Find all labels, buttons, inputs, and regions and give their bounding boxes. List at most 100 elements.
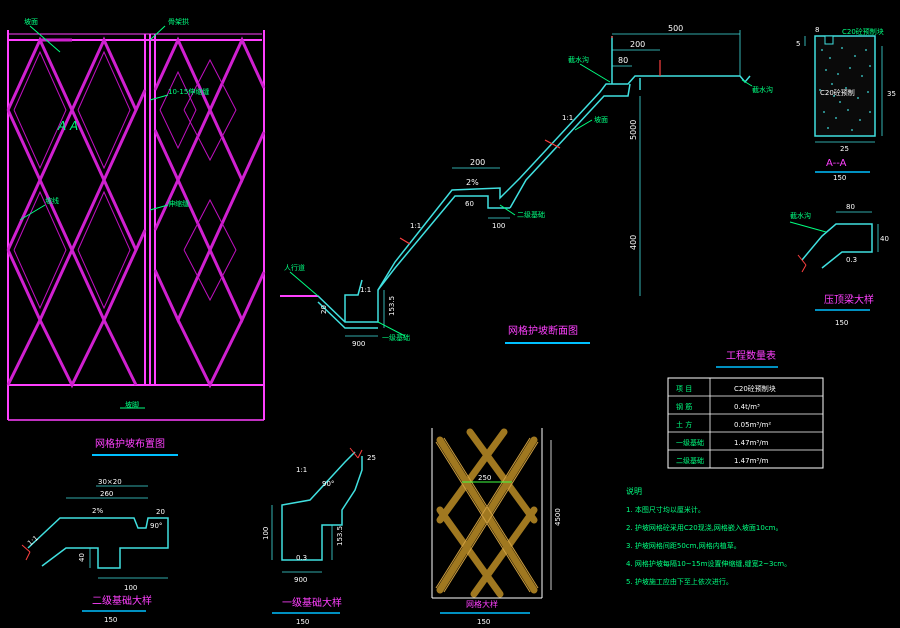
- notes-line-3: 3. 护坡网格间距50cm,网格内植草。: [626, 541, 741, 550]
- plan-section-mark: A A: [57, 119, 78, 133]
- cap-beam-detail: 截水沟 80 40 0.3 压顶梁大样 150: [789, 203, 889, 327]
- section-leaders: [289, 63, 753, 337]
- plan-wall-label: 坡面: [24, 17, 38, 26]
- step2-dim-1to1: 1:1: [26, 534, 40, 547]
- aa-dim-5: 5: [796, 40, 800, 48]
- qty-cell-1-0: 钢 筋: [676, 402, 692, 411]
- qty-cell-4-0: 二级基础: [676, 456, 704, 465]
- cap-outline: [801, 223, 873, 269]
- step1-breaklines: [349, 447, 363, 459]
- grid-title: 网格大样: [466, 599, 498, 609]
- dim-400: 400: [629, 235, 638, 250]
- notes-line-4: 4. 网格护坡每隔10~15m设置伸缩缝,缝宽2~3cm。: [626, 559, 791, 568]
- dim-80-top: 80: [618, 56, 628, 65]
- section-outline: [280, 36, 751, 329]
- aa-dim-8: 8: [815, 26, 819, 34]
- lattice-left-inner: [13, 50, 131, 310]
- cap-leader: [789, 221, 827, 233]
- section-slope-label: 坡面: [594, 115, 608, 124]
- aa-notch: [824, 35, 834, 45]
- quantity-table: 工程数量表 项 目 C20砼预制块 钢 筋 0.4t/m³ 土 方 0.05m³…: [667, 349, 824, 469]
- section-right-label: 截水沟: [752, 85, 773, 94]
- section-mid-label: 二级基础: [517, 210, 545, 219]
- dim-200-top: 200: [630, 40, 645, 49]
- step1-dim-153-5: 153.5: [336, 526, 344, 546]
- cap-leader-label: 截水沟: [790, 211, 811, 220]
- dim-2pct: 2%: [466, 178, 479, 187]
- section-ticks: [399, 36, 661, 245]
- section-title: 网格护坡断面图: [508, 324, 578, 337]
- step1-dims: [271, 505, 333, 573]
- plan-joint-label: 伸缩缝: [168, 199, 189, 208]
- step1-dim-25: 25: [367, 454, 376, 462]
- dim-1to1-c: 1:1: [360, 286, 371, 294]
- section-lower-label: 一级基础: [382, 333, 410, 342]
- notes-block: 说明 1. 本图尺寸均以厘米计。 2. 护坡网格砼采用C20现浇,网格嵌入坡面1…: [626, 486, 791, 586]
- aa-dim-35: 35: [887, 90, 896, 98]
- dim-100-mid: 100: [492, 222, 505, 230]
- dim-5000: 5000: [629, 120, 638, 140]
- section-dim-lines: [345, 30, 741, 337]
- qty-cell-1-1: 0.4t/m³: [734, 403, 760, 411]
- step2-dim-2pct: 2%: [92, 507, 103, 515]
- step1-dim-90: 90°: [322, 480, 334, 488]
- lattice-left-panel: [6, 36, 147, 389]
- step2-dim-260: 260: [100, 490, 113, 498]
- cap-title: 压顶梁大样: [824, 293, 874, 306]
- qty-cell-0-0: 项 目: [676, 385, 692, 393]
- step2-breaklines: [21, 544, 31, 561]
- step2-dims: [66, 485, 168, 579]
- step1-dim-1to1: 1:1: [296, 466, 307, 474]
- cap-dim-40: 40: [880, 235, 889, 243]
- lattice-right-inner: [159, 58, 237, 302]
- cap-dim-80: 80: [846, 203, 855, 211]
- dim-153-5: 153.5: [388, 296, 396, 316]
- step1-dim-100: 100: [262, 527, 270, 540]
- dim-20: 20: [320, 305, 328, 314]
- dim-900: 900: [352, 340, 365, 348]
- qty-frame: [667, 377, 824, 469]
- plan-bottom-label: 坡脚: [125, 400, 139, 409]
- dim-60-mid: 60: [465, 200, 474, 208]
- notes-line-2: 2. 护坡网格砼采用C20现浇,网格嵌入坡面10cm。: [626, 523, 783, 532]
- step2-title: 二级基础大样: [92, 594, 152, 607]
- section-top-label: 截水沟: [568, 55, 589, 64]
- qty-cell-2-1: 0.05m³/m²: [734, 421, 771, 429]
- grid-bands: [436, 428, 538, 598]
- step2-scale: 150: [104, 616, 117, 624]
- notes-line-5: 5. 护坡施工应由下至上依次进行。: [626, 577, 733, 586]
- plan-leaders: [19, 25, 169, 409]
- cap-scale: 150: [835, 319, 848, 327]
- step2-detail: 30×20 260 2% 20 90° 40 100 1:1 二级基础大样 15…: [21, 478, 169, 624]
- aa-concrete-hatch: [819, 47, 871, 131]
- step2-dim-40: 40: [78, 553, 86, 562]
- plan-title: 网格护坡布置图: [95, 437, 165, 450]
- qty-cell-4-1: 1.47m³/m: [734, 457, 769, 465]
- dim-500: 500: [668, 24, 683, 33]
- qty-cell-2-0: 土 方: [676, 420, 692, 429]
- grid-scale: 150: [477, 618, 490, 626]
- dim-1to1-a: 1:1: [562, 114, 573, 122]
- step1-scale: 150: [296, 618, 309, 626]
- cap-breaklines: [797, 254, 807, 273]
- step2-outline: [27, 517, 169, 569]
- aa-title: A--A: [826, 158, 847, 169]
- notes-line-1: 1. 本图尺寸均以厘米计。: [626, 505, 705, 514]
- cap-dim-0-3: 0.3: [846, 256, 857, 264]
- step2-dim-20: 20: [156, 508, 165, 516]
- grid-dim-4500: 4500: [554, 508, 562, 526]
- qty-cell-0-1: C20砼预制块: [734, 384, 776, 393]
- step2-dim-30x20: 30×20: [98, 478, 122, 486]
- step2-dim-100: 100: [124, 584, 137, 592]
- dim-200-mid: 200: [470, 158, 485, 167]
- qty-cell-3-0: 一级基础: [676, 438, 704, 447]
- grid-band-edges: [435, 437, 539, 593]
- qty-cell-3-1: 1.47m³/m: [734, 439, 769, 447]
- notes-heading: 说明: [626, 486, 642, 496]
- grid-dim-250: 250: [478, 474, 491, 482]
- step1-dim-0-3: 0.3: [296, 554, 307, 562]
- section-toe-label: 人行道: [284, 263, 305, 272]
- lattice-right-panel: [153, 36, 266, 389]
